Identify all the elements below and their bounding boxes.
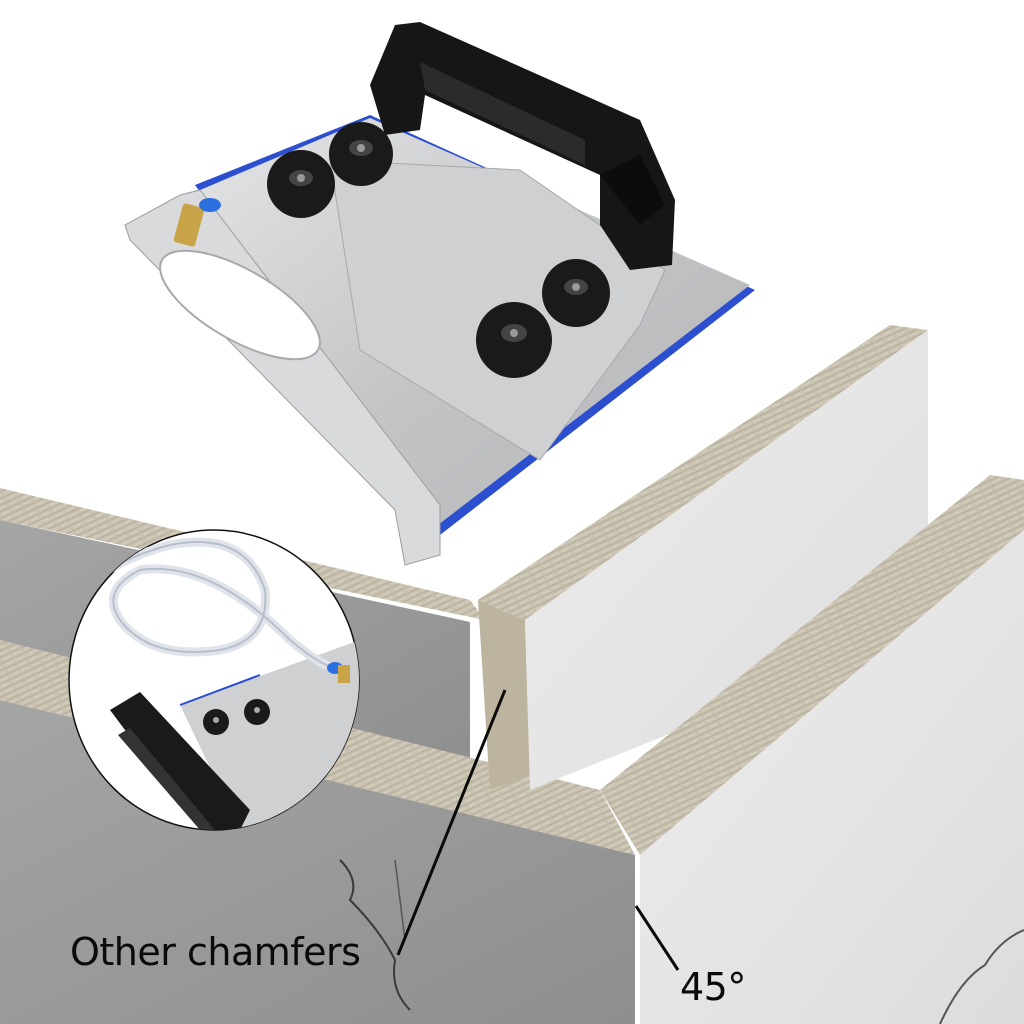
angle-leader [634,905,680,971]
knob [542,259,610,327]
knob [267,150,335,218]
handle [370,22,675,270]
back-light-slab [478,325,928,790]
inset-detail [68,529,360,831]
guard-slot [159,249,321,361]
knob [476,302,552,378]
water-fitting [173,198,221,247]
angle-45-label: 45° [680,965,746,1009]
front-light-slab [600,475,1024,1024]
chamfer-tool [124,22,755,566]
other-chamfers-label: Other chamfers [70,930,361,974]
knob [329,122,393,186]
other-chamfers-leader [396,689,507,956]
